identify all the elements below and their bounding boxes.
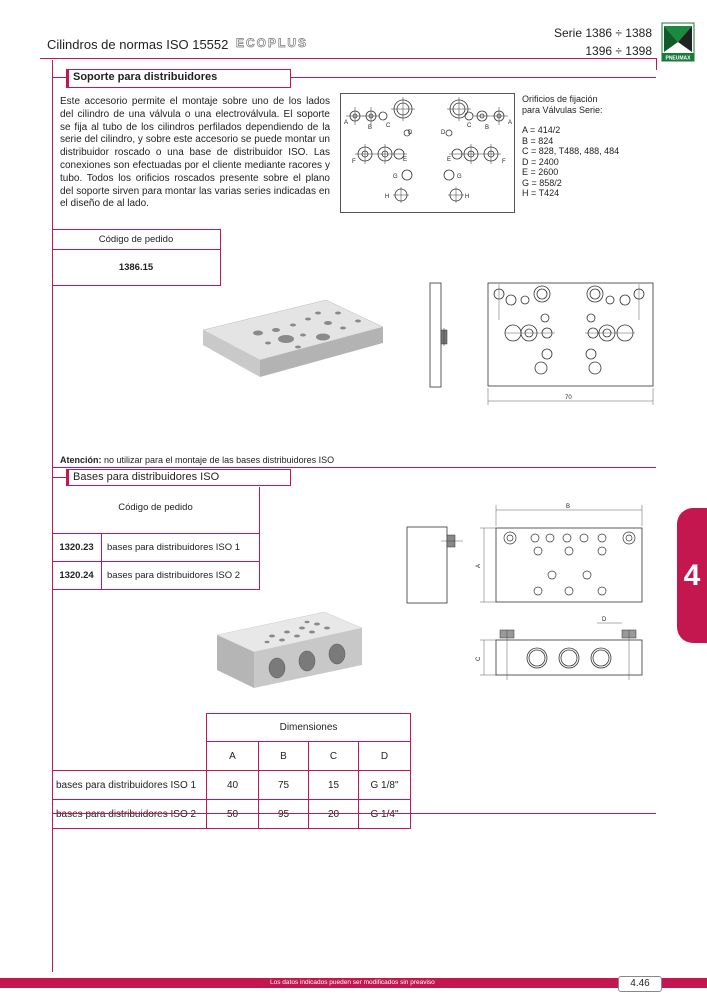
orificios-list: Orificios de fijación para Válvulas Seri… (522, 94, 619, 199)
dim-d-label: D (602, 617, 607, 623)
section1-rule-left (52, 77, 68, 78)
order-desc-cell: bases para distribuidores ISO 2 (107, 570, 241, 581)
dim-a-label: A (476, 564, 482, 568)
section1-rule-right (290, 77, 656, 78)
section2-rule-left (52, 477, 68, 478)
dim-cell: 40 (206, 770, 259, 800)
orificio-item: E = 2600 (522, 167, 559, 177)
attention-text: no utilizar para el montaje de las bases… (101, 455, 335, 465)
hole-label-a-left: A (344, 120, 348, 126)
section2-rule-top (52, 467, 656, 468)
hole-label-c-right: C (467, 123, 472, 129)
attention-note: Atención: no utilizar para el montaje de… (60, 455, 334, 465)
dimensions-header: Dimensiones (206, 713, 411, 742)
support-front-view: 70 (485, 280, 660, 415)
dim-cell: 50 (206, 799, 259, 829)
base-front-view: B A (472, 500, 652, 610)
attention-label: Atención: (60, 455, 102, 465)
hole-label-b-right: B (485, 125, 489, 131)
frame-left-line (52, 60, 53, 972)
dim-cell: 20 (308, 799, 359, 829)
table-row: 1320.24 bases para distribuidores ISO 2 (52, 562, 259, 590)
orificio-item: C = 828, T488, 488, 484 (522, 146, 620, 156)
dim-col-header: C (308, 741, 359, 771)
hole-label-e-right: E (447, 157, 451, 163)
header-rule (40, 58, 657, 59)
hole-label-g-right: G (457, 174, 462, 180)
hole-label-d-left: D (408, 130, 413, 136)
orificio-item: B = 824 (522, 135, 554, 146)
serie-line-2: 1396 ÷ 1398 (585, 44, 652, 58)
support-side-view (428, 282, 452, 388)
hole-label-g-left: G (393, 174, 398, 180)
hole-label-f-right: F (502, 159, 506, 165)
dim-col-header: D (358, 741, 411, 771)
support-plate-image (198, 295, 388, 385)
hole-label-c-left: C (386, 123, 391, 129)
dim-cell: G 1/4" (358, 799, 411, 829)
footer-note: Los datos indicados pueden ser modificad… (270, 979, 435, 986)
table-row: 1320.23 bases para distribuidores ISO 1 (52, 534, 259, 562)
iso-base-image (212, 610, 372, 690)
base-side-view (405, 525, 465, 605)
section2-title: Bases para distribuidores ISO (66, 469, 291, 486)
orificio-item: H = T424 (522, 188, 560, 198)
dimensions-table: Dimensiones A B C D bases para distribui… (52, 713, 411, 829)
table-row: bases para distribuidores ISO 2 50 95 20… (52, 799, 411, 829)
dim-cell: 95 (258, 799, 309, 829)
orificio-item: G = 858/2 (522, 177, 562, 188)
frame-right-tick (656, 58, 657, 70)
hole-label-a-right: A (508, 120, 512, 126)
ecoplus-logo: ECOPLUS (236, 36, 309, 51)
section2-rule-bottom (52, 813, 656, 814)
dim-70-label: 70 (565, 395, 572, 401)
hole-label-e-left: E (403, 157, 407, 163)
section1-description: Este accesorio permite el montaje sobre … (60, 96, 330, 210)
orificio-item: A = 414/2 (522, 125, 561, 135)
serie-line-1: Serie 1386 ÷ 1388 (554, 26, 652, 40)
page-number: 4.46 (618, 976, 662, 992)
hole-label-b-left: B (368, 125, 372, 131)
dim-c-label: C (476, 656, 482, 661)
page-title: Cilindros de normas ISO 15552 (47, 37, 229, 52)
base-order-header: Código de pedido (52, 487, 259, 534)
hole-label-h-left: H (385, 194, 389, 200)
dim-cell: 75 (258, 770, 309, 800)
dim-cell: G 1/8" (358, 770, 411, 800)
dim-b-label: B (566, 504, 570, 510)
pneumax-logo: PNEUMAX (661, 22, 695, 62)
order-code-header: Código de pedido (52, 230, 220, 250)
mounting-holes-diagram: A B C D E F G H A B C D E F G H (340, 93, 515, 213)
section1-title: Soporte para distribuidores (66, 69, 291, 88)
order-code-cell: 1320.24 (52, 562, 102, 589)
order-code-cell: 1320.23 (52, 534, 102, 561)
brand-text: PNEUMAX (665, 56, 691, 62)
order-desc-cell: bases para distribuidores ISO 1 (107, 542, 241, 553)
dim-cell: 15 (308, 770, 359, 800)
dim-col-header: A (206, 741, 259, 771)
orificio-item: D = 2400 (522, 156, 559, 167)
order-code-box: Código de pedido 1386.15 (52, 229, 221, 286)
dim-row-label: bases para distribuidores ISO 2 (52, 799, 207, 829)
hole-label-d-right: D (441, 130, 446, 136)
order-code-value: 1386.15 (118, 262, 154, 273)
hole-label-f-left: F (352, 159, 356, 165)
footer-bar: Los datos indicados pueden ser modificad… (0, 978, 707, 988)
orificios-title-1: Orificios de fijación (522, 94, 598, 104)
base-bottom-view: D C (472, 615, 652, 685)
dim-col-header: B (258, 741, 309, 771)
table-row: bases para distribuidores ISO 1 40 75 15… (52, 770, 411, 800)
orificios-title-2: para Válvulas Serie: (522, 104, 603, 115)
base-order-table: Código de pedido 1320.23 bases para dist… (52, 487, 260, 590)
chapter-tab: 4 (677, 508, 707, 643)
dim-row-label: bases para distribuidores ISO 1 (52, 770, 207, 800)
hole-label-h-right: H (465, 194, 469, 200)
